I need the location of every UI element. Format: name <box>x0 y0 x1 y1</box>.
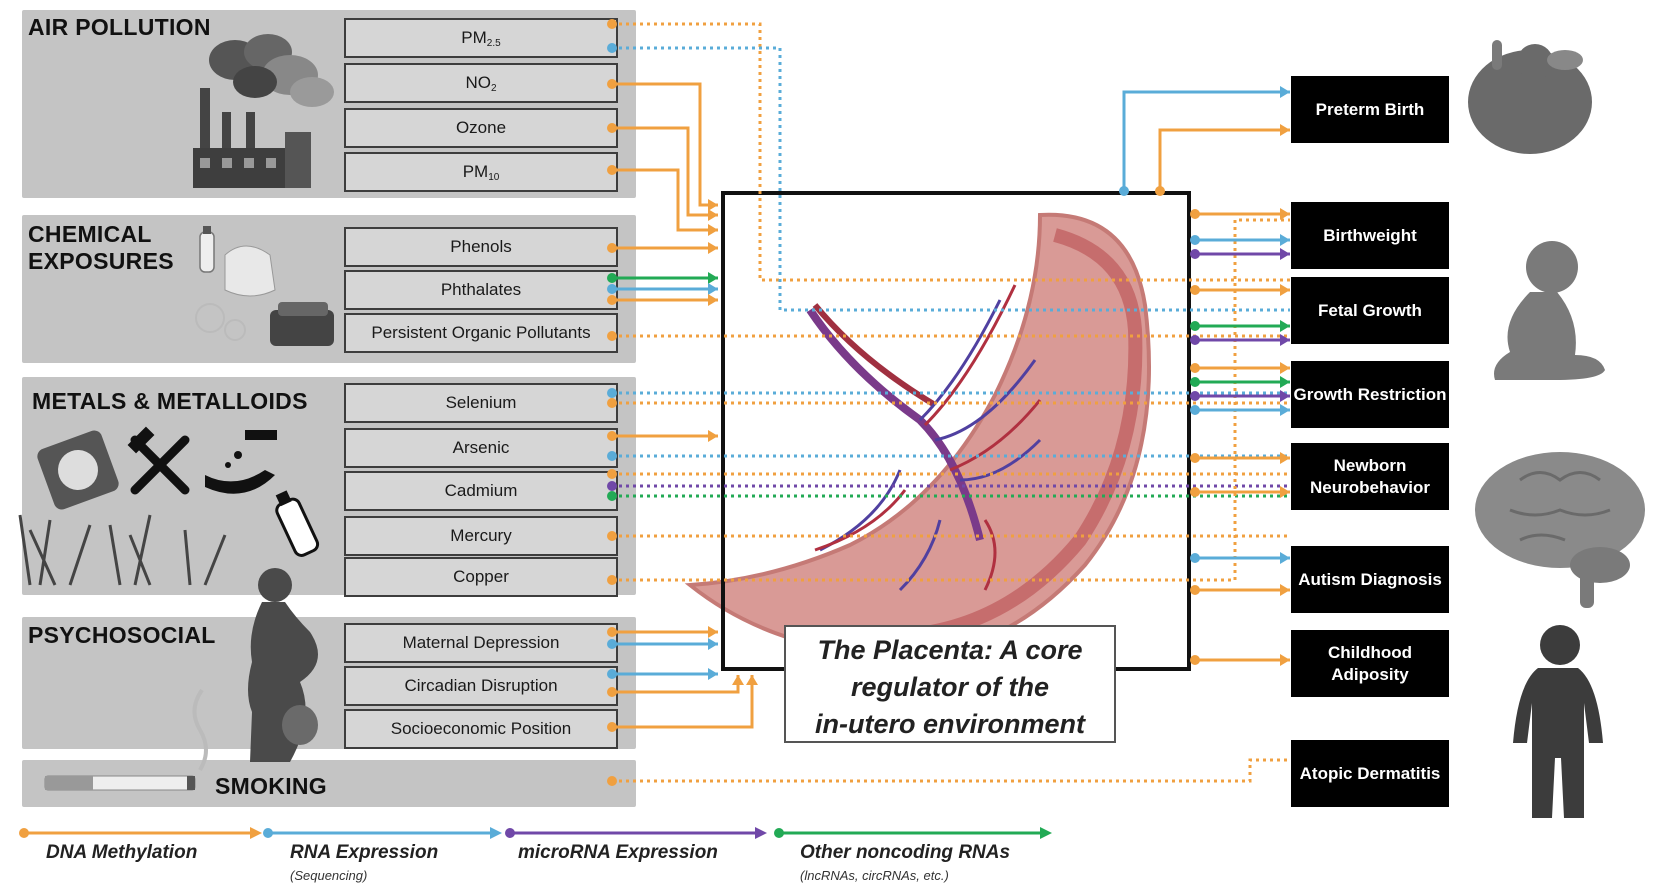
connector-no2-dna-start-dot <box>607 79 617 89</box>
connector-growthrestriction-rna-arrowhead <box>1280 404 1290 416</box>
connector-preterm-dna-start-dot <box>1155 186 1165 196</box>
legend-sub-rna: (Sequencing) <box>290 868 367 883</box>
connector-ses-dna <box>612 675 752 727</box>
connector-preterm-dna <box>1160 130 1290 191</box>
legend-label-dna: DNA Methylation <box>46 842 197 864</box>
connector-arsenic-dna-arrowhead <box>708 430 718 442</box>
connector-adiposity-dna-arrowhead <box>1280 654 1290 666</box>
connector-smoking-dna-start-dot <box>607 776 617 786</box>
connector-growthrestriction-rna-start-dot <box>1190 405 1200 415</box>
connector-phthalates-ncrna-arrowhead <box>708 272 718 284</box>
connector-pm10-dna <box>612 170 718 230</box>
connector-fetalgrowth-dna-start-dot <box>1190 285 1200 295</box>
connector-growthrestriction-ncrna-arrowhead <box>1280 376 1290 388</box>
connector-phthalates-rna-arrowhead <box>708 283 718 295</box>
connector-depression-dna-arrowhead <box>708 626 718 638</box>
connector-ozone-dna-arrowhead <box>708 209 718 221</box>
connector-neuro-dna-2-start-dot <box>1190 487 1200 497</box>
connector-circadian-dna <box>612 675 738 692</box>
connector-pm10-dna-arrowhead <box>708 224 718 236</box>
connector-depression-rna-start-dot <box>607 639 617 649</box>
connector-birthweight-mirna-arrowhead <box>1280 248 1290 260</box>
connector-fetalgrowth-dna-arrowhead <box>1280 284 1290 296</box>
outcome-box: Newborn Neurobehavior <box>1291 443 1449 510</box>
connector-smoking-dna <box>612 760 1290 781</box>
connector-birthweight-dna-start-dot <box>1190 209 1200 219</box>
connector-ses-dna-start-dot <box>607 722 617 732</box>
outcome-box: Birthweight <box>1291 202 1449 269</box>
connector-phthalates-dna-start-dot <box>607 295 617 305</box>
connector-pm10-dna-start-dot <box>607 165 617 175</box>
outcome-box: Fetal Growth <box>1291 277 1449 344</box>
connector-pm25-rna-start-dot <box>607 43 617 53</box>
connector-ses-dna-arrowhead <box>746 675 758 685</box>
connector-autism-dna-arrowhead <box>1280 584 1290 596</box>
connector-adiposity-dna-start-dot <box>1190 655 1200 665</box>
connector-depression-dna-start-dot <box>607 627 617 637</box>
connector-preterm-rna-start-dot <box>1119 186 1129 196</box>
connector-pm25-dna-start-dot <box>607 19 617 29</box>
connector-growthrestriction-mirna-start-dot <box>1190 391 1200 401</box>
connector-preterm-dna-arrowhead <box>1280 124 1290 136</box>
outcome-box: Atopic Dermatitis <box>1291 740 1449 807</box>
legend-sub-ncrna: (lncRNAs, circRNAs, etc.) <box>800 868 949 883</box>
outcome-box: Preterm Birth <box>1291 76 1449 143</box>
placenta-label: The Placenta: A core regulator of the in… <box>784 625 1116 743</box>
connector-phenols-dna-arrowhead <box>708 242 718 254</box>
connector-arsenic-rna-start-dot <box>607 451 617 461</box>
outcome-box: Growth Restriction <box>1291 361 1449 428</box>
connector-autism-rna-arrowhead <box>1280 552 1290 564</box>
connector-fetalgrowth-ncrna-arrowhead <box>1280 320 1290 332</box>
connector-arsenic-dna-start-dot <box>607 431 617 441</box>
connector-no2-dna-arrowhead <box>708 199 718 211</box>
connector-preterm-rna-arrowhead <box>1280 86 1290 98</box>
outcome-box: Autism Diagnosis <box>1291 546 1449 613</box>
connector-pop-dna-start-dot <box>607 331 617 341</box>
outcome-box: Childhood Adiposity <box>1291 630 1449 697</box>
connector-ozone-dna-start-dot <box>607 123 617 133</box>
connector-phthalates-ncrna-start-dot <box>607 273 617 283</box>
connector-circadian-rna-arrowhead <box>708 668 718 680</box>
connector-pm25-dna <box>612 24 1290 280</box>
connector-growthrestriction-dna-start-dot <box>1190 363 1200 373</box>
connector-circadian-dna-arrowhead <box>732 675 744 685</box>
connector-cadmium-ncrna-start-dot <box>607 491 617 501</box>
connector-neuro-dna-start-dot <box>1190 453 1200 463</box>
connector-circadian-rna-start-dot <box>607 669 617 679</box>
connector-fetalgrowth-mirna-start-dot <box>1190 335 1200 345</box>
connector-neuro-dna-arrowhead <box>1280 452 1290 464</box>
connector-autism-rna-start-dot <box>1190 553 1200 563</box>
legend-label-mirna: microRNA Expression <box>518 842 718 864</box>
connector-pm25-rna <box>612 48 1290 310</box>
connector-autism-dna-start-dot <box>1190 585 1200 595</box>
connector-growthrestriction-dna-arrowhead <box>1280 362 1290 374</box>
connector-birthweight-dna-arrowhead <box>1280 208 1290 220</box>
connector-selenium-dna-start-dot <box>607 398 617 408</box>
connector-preterm-rna <box>1124 92 1290 191</box>
connector-birthweight-mirna-start-dot <box>1190 249 1200 259</box>
connector-fetalgrowth-ncrna-start-dot <box>1190 321 1200 331</box>
connector-copper-dna <box>612 220 1290 580</box>
connector-phthalates-dna-arrowhead <box>708 294 718 306</box>
connector-growthrestriction-ncrna-start-dot <box>1190 377 1200 387</box>
connector-birthweight-rna-arrowhead <box>1280 234 1290 246</box>
connector-phenols-dna-start-dot <box>607 243 617 253</box>
connector-cadmium-dna-start-dot <box>607 469 617 479</box>
connector-no2-dna <box>612 84 718 205</box>
connector-circadian-dna-start-dot <box>607 687 617 697</box>
connector-birthweight-rna-start-dot <box>1190 235 1200 245</box>
connector-depression-rna-arrowhead <box>708 638 718 650</box>
connector-selenium-rna-start-dot <box>607 388 617 398</box>
connector-phthalates-rna-start-dot <box>607 284 617 294</box>
connector-copper-dna-start-dot <box>607 575 617 585</box>
legend-label-rna: RNA Expression <box>290 842 438 864</box>
connector-cadmium-mirna-start-dot <box>607 481 617 491</box>
connector-mercury-dna-start-dot <box>607 531 617 541</box>
legend-label-ncrna: Other noncoding RNAs <box>800 842 1010 864</box>
